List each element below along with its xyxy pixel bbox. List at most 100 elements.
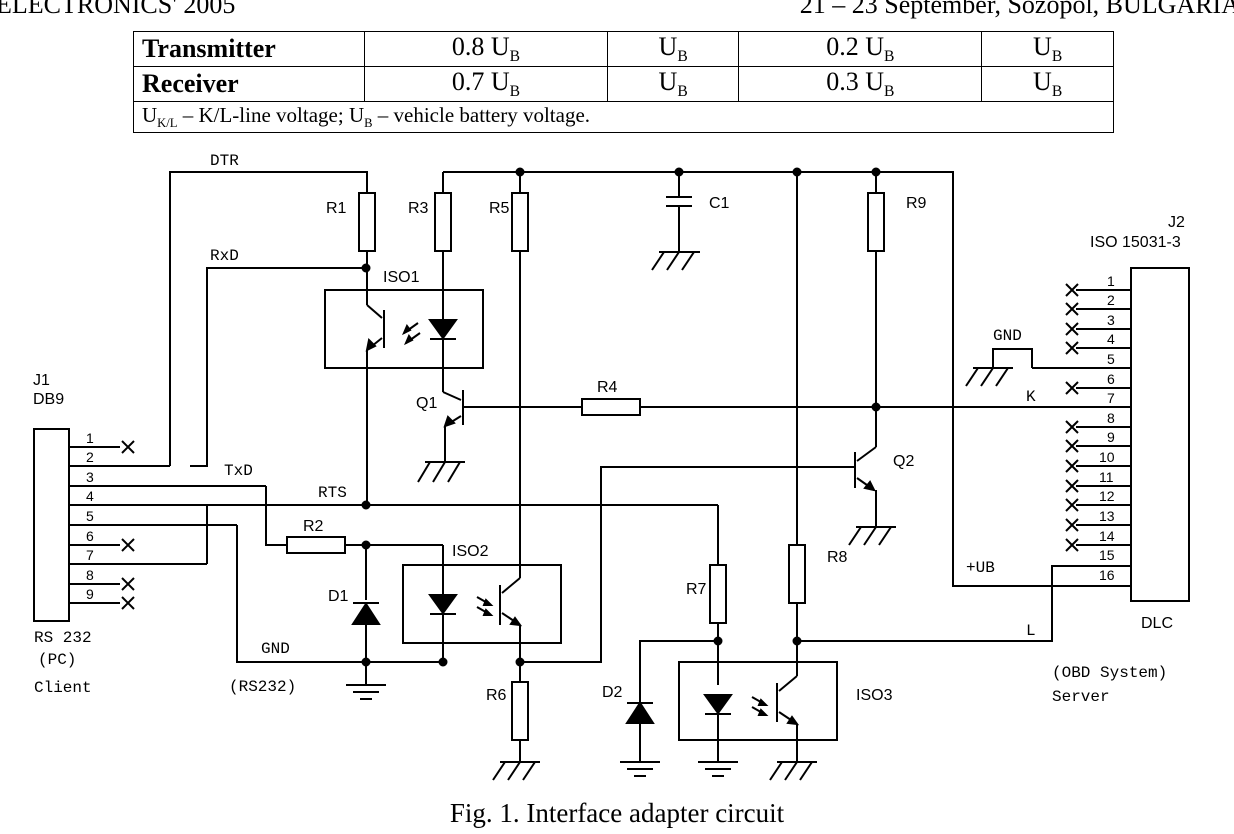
header-right: 21 – 23 September, Sozopol, BULGARIA	[799, 0, 1234, 19]
r3-label: R3	[408, 200, 429, 217]
svg-text:9: 9	[86, 586, 94, 602]
table-cell: UB	[606, 30, 740, 68]
iso2-led	[428, 594, 458, 615]
iso2-optocoupler	[402, 564, 562, 644]
ub-label: +UB	[966, 559, 995, 577]
d2-diode	[625, 701, 655, 724]
j2-server-label: Server	[1052, 688, 1110, 706]
svg-text:14: 14	[1099, 528, 1115, 544]
table-cell: UB	[981, 66, 1114, 103]
table-cell: 0.3 UB	[738, 66, 983, 103]
iso3-ground-symbol	[698, 761, 738, 777]
r1-resistor	[358, 192, 376, 252]
iso1-phototransistor	[365, 290, 385, 368]
svg-text:10: 10	[1099, 449, 1115, 465]
svg-text:9: 9	[1107, 429, 1115, 445]
q2-ground	[848, 526, 896, 546]
svg-text:8: 8	[1107, 410, 1115, 426]
iso3-phototransistor	[776, 641, 800, 762]
txd-wire	[265, 486, 287, 546]
r9-label: R9	[906, 195, 927, 212]
j1-pc-label: (PC)	[38, 651, 76, 669]
d2-label: D2	[602, 684, 623, 701]
table-row-receiver: Receiver 0.7 UB UB 0.3 UB UB	[133, 66, 1114, 103]
j1-pin-numbers: 1 2 3 4 5 6 7 8 9	[86, 430, 94, 602]
svg-text:7: 7	[1107, 390, 1115, 406]
j1-connector-body	[33, 428, 70, 622]
j2-ref-label: J2	[1168, 214, 1185, 231]
svg-text:5: 5	[86, 508, 94, 524]
svg-text:16: 16	[1099, 567, 1115, 583]
q1-label: Q1	[416, 395, 437, 412]
dlc-label: DLC	[1141, 615, 1173, 632]
rts-label: RTS	[318, 484, 347, 502]
r3-resistor	[434, 192, 452, 252]
r6-resistor	[511, 681, 529, 741]
gnd-obd-wire	[992, 348, 1033, 368]
header-left: ELECTRONICS' 2005	[0, 0, 236, 19]
iso1-led	[428, 319, 458, 340]
gnd-rs232-label: GND	[261, 640, 290, 658]
svg-text:1: 1	[1107, 273, 1115, 289]
r2-label: R2	[303, 518, 324, 535]
gnd-rs232-wire	[236, 525, 443, 663]
svg-text:7: 7	[86, 547, 94, 563]
rxd-label: RxD	[210, 247, 239, 265]
j2-no-connect-marks	[1065, 283, 1079, 552]
j1-type-label: DB9	[33, 391, 64, 408]
c1-label: C1	[709, 195, 730, 212]
obd-ground	[965, 367, 1013, 387]
k-line-label: K	[1026, 388, 1036, 406]
svg-text:11: 11	[1099, 469, 1114, 485]
txd-label: TxD	[224, 462, 253, 480]
svg-text:2: 2	[1107, 292, 1115, 308]
j2-pin-numbers: 1 2 3 4 5 6 7 8 9 10 11 12 13 14 15 16	[1099, 273, 1115, 583]
j2-type-label: ISO 15031-3	[1090, 234, 1181, 251]
svg-text:4: 4	[86, 488, 94, 504]
r4-label: R4	[597, 379, 618, 396]
iso1-label: ISO1	[383, 269, 420, 286]
q2-transistor	[854, 446, 877, 527]
r7-label: R7	[686, 581, 707, 598]
j1-pin-lines	[69, 446, 707, 604]
iso3-optocoupler	[678, 661, 838, 741]
svg-text:5: 5	[1107, 351, 1115, 367]
dtr-label: DTR	[210, 152, 239, 170]
r2-resistor	[286, 536, 346, 554]
iso2-label: ISO2	[452, 543, 489, 560]
gnd-rs232-note: (RS232)	[229, 678, 296, 696]
table-note: UK/L – K/L-line voltage; UB – vehicle ba…	[133, 101, 1114, 134]
figure-caption: Fig. 1. Interface adapter circuit	[449, 798, 785, 828]
j2-obd-label: (OBD System)	[1052, 664, 1167, 682]
svg-text:1: 1	[86, 430, 94, 446]
r5-label: R5	[489, 200, 510, 217]
l-line-label: L	[1026, 622, 1036, 640]
svg-text:13: 13	[1099, 508, 1115, 524]
rxd-wire	[190, 267, 367, 467]
j2-connector-body	[1130, 267, 1190, 602]
table-cell: UB	[981, 30, 1114, 68]
l-line-wire	[797, 565, 1131, 642]
j1-client-label: Client	[34, 679, 92, 697]
gnd-obd-label: GND	[993, 327, 1022, 345]
iso3-led	[703, 694, 733, 715]
q1-transistor	[442, 380, 464, 462]
iso3-label: ISO3	[856, 687, 893, 704]
j1-rs232-label: RS 232	[34, 629, 92, 647]
table-row-transmitter: Transmitter 0.8 UB UB 0.2 UB UB	[133, 30, 1114, 68]
d1-label: D1	[328, 588, 349, 605]
iso2-phototransistor	[499, 565, 523, 682]
r4-resistor	[581, 398, 641, 416]
table-note-row: UK/L – K/L-line voltage; UB – vehicle ba…	[133, 101, 1114, 134]
dtr-wire	[169, 171, 368, 466]
q2-label: Q2	[893, 453, 914, 470]
c1-ground	[651, 251, 700, 271]
svg-text:3: 3	[86, 469, 94, 485]
top-rail-ub	[443, 171, 1131, 587]
table-cell: 0.7 UB	[364, 66, 608, 103]
r6-ground	[492, 761, 540, 781]
r9-resistor	[867, 192, 885, 252]
svg-text:12: 12	[1099, 488, 1115, 504]
iso2-light-arrows	[476, 596, 494, 616]
r7-resistor	[709, 564, 727, 624]
